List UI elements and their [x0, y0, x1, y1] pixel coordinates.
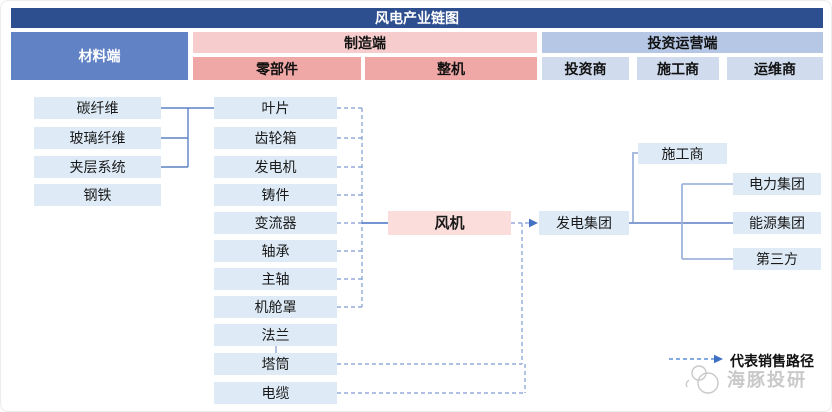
- component-cable: 电缆: [214, 382, 337, 404]
- header-investor: 投资商: [542, 57, 629, 80]
- legend-sales-path-label: 代表销售路径: [730, 353, 814, 369]
- diagram-title: 风电产业链图: [11, 8, 823, 28]
- material-steel: 钢铁: [34, 184, 161, 206]
- dolphin-logo-icon: [685, 365, 719, 394]
- component-blade: 叶片: [214, 97, 337, 119]
- component-generator: 发电机: [214, 156, 337, 178]
- components-to-turbine-dashed-connectors: [337, 107, 363, 308]
- legend-arrowhead: [714, 354, 723, 364]
- header-constructor: 施工商: [637, 57, 719, 80]
- component-casting: 铸件: [214, 184, 337, 206]
- power-group-branch-lines: [632, 152, 733, 260]
- customer-power-group-box: 电力集团: [733, 173, 821, 195]
- component-gearbox: 齿轮箱: [214, 127, 337, 149]
- turbine-box: 风机: [388, 211, 511, 235]
- material-glass-fiber: 玻璃纤维: [34, 127, 161, 149]
- component-nacelle-cover: 机舱罩: [214, 296, 337, 318]
- material-sandwich-system: 夹层系统: [34, 156, 161, 178]
- header-investment-ops: 投资运营端: [542, 32, 823, 53]
- component-converter: 变流器: [214, 212, 337, 234]
- power-generation-group-box: 发电集团: [539, 211, 629, 235]
- header-operator: 运维商: [727, 57, 823, 80]
- header-components: 零部件: [193, 57, 361, 80]
- sales-path-dashed-lines: [337, 222, 529, 394]
- arrowhead-to-power-group: [529, 218, 538, 228]
- customer-third-party-box: 第三方: [733, 248, 821, 270]
- component-main-shaft: 主轴: [214, 268, 337, 290]
- material-carbon-fiber: 碳纤维: [34, 97, 161, 119]
- flow-constructor-box: 施工商: [638, 143, 727, 164]
- component-flange: 法兰: [214, 324, 337, 346]
- component-tower: 塔筒: [214, 353, 337, 375]
- header-materials: 材料端: [11, 32, 188, 80]
- watermark-brand: 海豚投研: [727, 370, 807, 390]
- component-bearing: 轴承: [214, 240, 337, 262]
- customer-energy-group-box: 能源集团: [733, 212, 821, 234]
- materials-to-blade-connectors: [161, 107, 214, 168]
- header-complete-machine: 整机: [365, 57, 537, 80]
- header-manufacturing: 制造端: [193, 32, 537, 53]
